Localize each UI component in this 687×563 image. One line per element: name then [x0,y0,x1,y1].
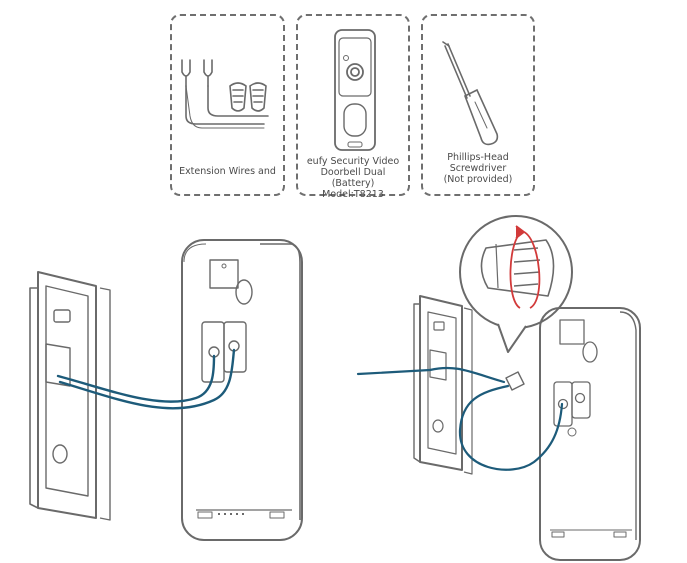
screwdriver-icon [442,41,499,146]
wall-plate-right [419,295,463,471]
item-card-doorbell: eufy Security Video Doorbell Dual (Batte… [296,14,410,200]
item-label-doorbell-line-1: eufy Security Video [306,156,400,167]
extension-wire-right [356,366,564,471]
item-label-extension-wires: Extension Wires and [179,166,276,177]
item-label-screwdriver-line-1: Phillips-Head [447,152,509,163]
item-label-doorbell-line-2: Doorbell Dual (Battery) [320,167,386,189]
item-label-doorbell-line-3: Model:T8213 [322,189,384,200]
rotation-arrow [509,225,541,309]
item-label-screwdriver: Phillips-Head Screwdriver (Not provided) [423,152,533,185]
item-label-doorbell: eufy Security Video Doorbell Dual (Batte… [298,156,408,200]
item-label-screwdriver-line-3: (Not provided) [443,174,513,185]
wall-plate [37,271,97,519]
extension-wires [56,348,236,410]
doorbell-back-right [539,307,641,561]
extension-wires-icon [181,59,269,129]
item-label-screwdriver-line-2: Screwdriver [449,163,507,174]
item-card-screwdriver: Phillips-Head Screwdriver (Not provided) [421,14,535,196]
doorbell-icon [334,29,376,151]
zoom-callout [459,215,573,329]
doorbell-back [181,239,303,541]
item-card-extension-wires: Extension Wires and [170,14,285,196]
